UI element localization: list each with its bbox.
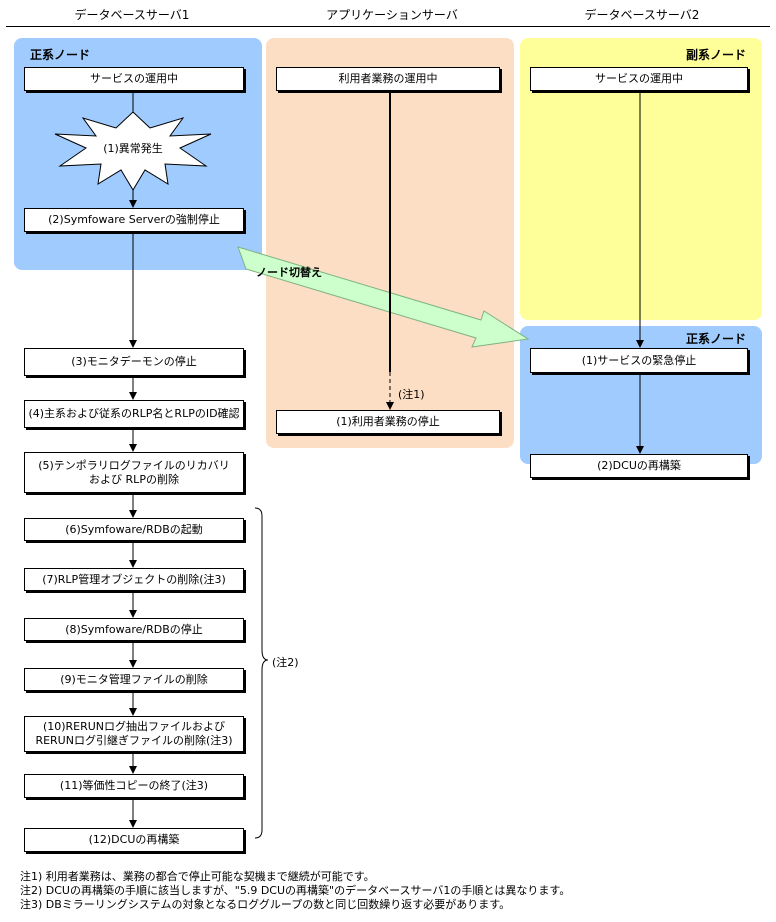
db1-service-running-text: サービスの運用中: [90, 72, 178, 85]
db1-step-5-text: (5)テンポラリログファイルのリカバリ および RLPの削除: [38, 458, 230, 486]
brace-label: (注2): [272, 656, 299, 669]
header-divider: [6, 26, 770, 27]
footnote-1: 注1) 利用者業務は、業務の都合で停止可能な契機まで継続が可能です。: [20, 870, 375, 883]
db1-primary-node-label: 正系ノード: [30, 48, 91, 62]
app-service-running-text: 利用者業務の運用中: [338, 72, 438, 85]
db2-rebuild-text: (2)DCUの再構築: [597, 459, 681, 472]
note1-marker: (注1): [398, 388, 425, 401]
db1-step-3: (3)モニタデーモンの停止: [24, 348, 244, 376]
db2-primary-node-label: 正系ノード: [686, 332, 747, 346]
db2-service-running-text: サービスの運用中: [595, 72, 683, 85]
app-user-stop-text: (1)利用者業務の停止: [336, 415, 440, 428]
db1-step-5: (5)テンポラリログファイルのリカバリ および RLPの削除: [24, 452, 244, 493]
db1-step-force-stop-text: (2)Symfoware Serverの強制停止: [48, 213, 220, 226]
db2-rebuild: (2)DCUの再構築: [530, 454, 748, 478]
db1-step-3-text: (3)モニタデーモンの停止: [71, 355, 197, 368]
app-user-stop: (1)利用者業務の停止: [276, 410, 500, 434]
db2-service-running: サービスの運用中: [530, 67, 748, 91]
db1-step-8-text: (8)Symfoware/RDBの停止: [65, 622, 203, 636]
column-header-db2: データベースサーバ2: [584, 8, 700, 22]
db1-step-9: (9)モニタ管理ファイルの削除: [24, 668, 244, 691]
column-header-app: アプリケーションサーバ: [326, 8, 458, 22]
db1-step-6: (6)Symfoware/RDBの起動: [24, 518, 244, 541]
column-header-db1: データベースサーバ1: [74, 8, 190, 22]
node-switch-label: ノード切替え: [256, 266, 322, 279]
db1-step-7-text: (7)RLP管理オブジェクトの削除(注3): [42, 572, 226, 586]
db1-step-6-text: (6)Symfoware/RDBの起動: [65, 522, 203, 536]
node-switch-arrow: [237, 246, 530, 348]
db1-step-8: (8)Symfoware/RDBの停止: [24, 618, 244, 641]
footnote-2: 注2) DCUの再構築の手順に該当しますが、"5.9 DCUの再構築"のデータベ…: [20, 884, 571, 897]
db1-step-force-stop: (2)Symfoware Serverの強制停止: [24, 208, 244, 232]
db2-emergency-stop: (1)サービスの緊急停止: [530, 348, 748, 373]
db1-step-4: (4)主系および従系のRLP名とRLPのID確認: [24, 400, 244, 428]
db1-step-10-text: (10)RERUNログ抽出ファイルおよび RERUNログ引継ぎファイルの削除(注…: [35, 720, 233, 747]
db2-secondary-node-label: 副系ノード: [686, 48, 747, 62]
db1-step-12-text: (12)DCUの再構築: [88, 833, 180, 846]
failure-burst-shape: [54, 111, 212, 191]
db1-step-11-text: (11)等価性コピーの終了(注3): [59, 779, 209, 792]
db1-step-4-text: (4)主系および従系のRLP名とRLPのID確認: [28, 407, 240, 420]
app-service-running: 利用者業務の運用中: [276, 67, 500, 91]
db2-emergency-stop-text: (1)サービスの緊急停止: [581, 353, 697, 367]
footnote-3: 注3) DBミラーリングシステムの対象となるロググループの数と同じ回数繰り返す必…: [20, 898, 511, 911]
db1-step-11: (11)等価性コピーの終了(注3): [24, 774, 244, 798]
failure-label: (1)異常発生: [103, 142, 163, 155]
db1-step-7: (7)RLP管理オブジェクトの削除(注3): [24, 568, 244, 591]
db1-step-9-text: (9)モニタ管理ファイルの削除: [60, 672, 208, 686]
steps-brace: [254, 507, 269, 839]
db1-step-12: (12)DCUの再構築: [24, 828, 244, 852]
db1-step-10: (10)RERUNログ抽出ファイルおよび RERUNログ引継ぎファイルの削除(注…: [24, 716, 244, 752]
db1-service-running: サービスの運用中: [24, 67, 244, 91]
